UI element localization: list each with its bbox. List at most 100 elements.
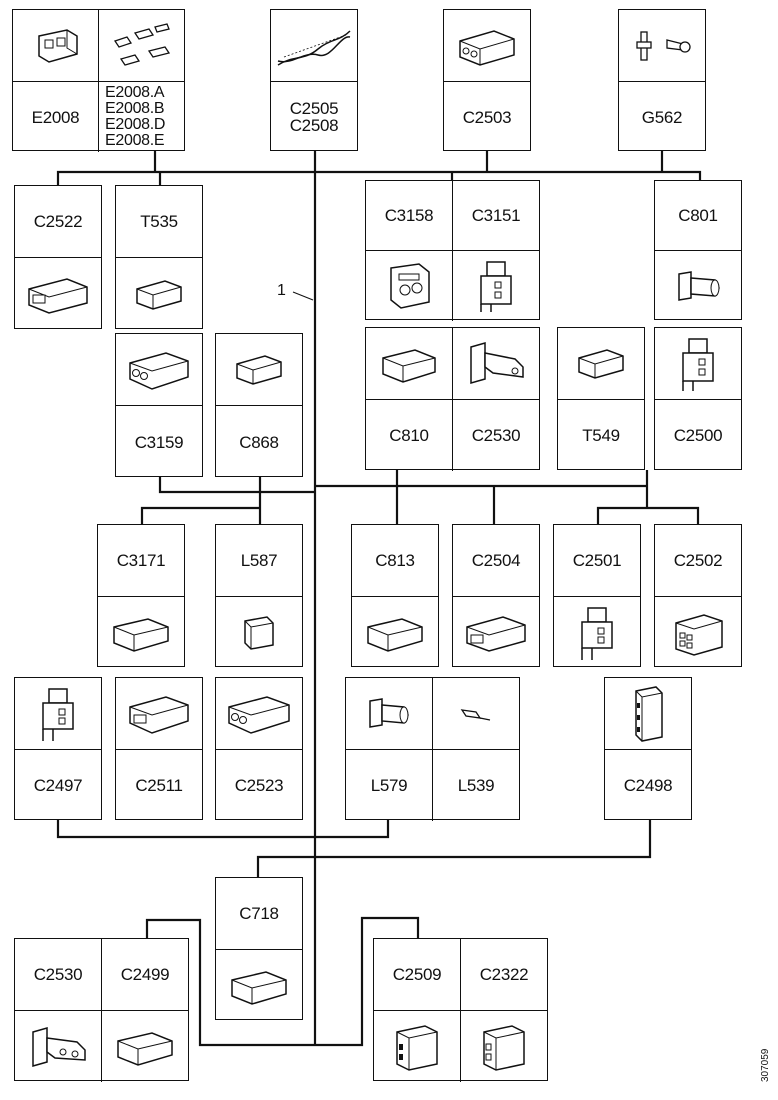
connector-c3159-label-cell: C3159 [116, 406, 202, 478]
connector-e2008-variants-label-cell: E2008.A E2008.B E2008.D E2008.E [99, 82, 185, 152]
connector-c868-illustration [216, 334, 302, 406]
connector-c2503-illustration [444, 10, 530, 82]
connector-c2511-illustration [116, 678, 202, 750]
connector-group-c2504: C2504 [452, 524, 540, 667]
connector-e2008-label-cell: E2008 [13, 82, 99, 152]
connector-l539-illustration [433, 678, 519, 750]
connector-group-c2530-c2499: C2530 C2499 [14, 938, 189, 1082]
connector-c2530-top-illustration [453, 328, 539, 400]
connector-l539-label-cell: L539 [433, 750, 519, 821]
connector-c813-label: C813 [375, 551, 415, 570]
connector-c2530-bottom-label-cell: C2530 [15, 939, 102, 1011]
connector-icon [678, 271, 720, 301]
connector-c2505-label-cell: C2505 C2508 [271, 82, 357, 152]
connector-l587-label-cell: L587 [216, 525, 302, 597]
connector-group-c2522: C2522 [14, 185, 102, 329]
connector-c2497-label: C2497 [33, 776, 83, 795]
connector-c3151-illustration [453, 251, 539, 321]
connector-c2322-illustration [461, 1011, 547, 1082]
connector-c801-label-cell: C801 [655, 181, 741, 251]
connector-t549-label: T549 [582, 426, 620, 445]
connector-group-c801: C801 [654, 180, 742, 320]
variant-label-a: E2008.A [105, 84, 165, 101]
connector-c2509-illustration [374, 1011, 461, 1082]
connector-c2504-label-cell: C2504 [453, 525, 539, 597]
top-branch-wire [56, 170, 702, 185]
connector-c2499-label: C2499 [120, 965, 170, 984]
connector-c2497-illustration [15, 678, 101, 750]
connector-c2508-label: C2508 [289, 116, 339, 135]
connector-c2511-label-cell: C2511 [116, 750, 202, 821]
connector-c3159-illustration [116, 334, 202, 406]
connector-c2498-label-cell: C2498 [605, 750, 691, 821]
bottom-branch-wire [145, 916, 420, 1047]
ground-g562-illustration [619, 10, 705, 82]
connector-group-t535: T535 [115, 185, 203, 329]
connector-c2503-label-cell: C2503 [444, 82, 530, 152]
connector-group-g562: G562 [618, 9, 706, 151]
connector-group-e2008: E2008 E2008.A E2008.B E2008.D E2008.E [12, 9, 185, 152]
terminal-icon [460, 708, 491, 721]
connector-e2008-variants-illustration [99, 10, 185, 82]
connector-t549-label-cell: T549 [558, 400, 644, 471]
connector-group-c3159: C3159 [115, 333, 203, 477]
connector-icon [369, 697, 409, 728]
connector-c3158-illustration [366, 251, 453, 321]
connector-group-c2502: C2502 [654, 524, 742, 667]
connector-icon [32, 1026, 86, 1067]
connector-c718-label-cell: C718 [216, 878, 302, 950]
terminals-icon [113, 22, 171, 66]
connector-group-c868: C868 [215, 333, 303, 477]
connector-c2498-label: C2498 [623, 776, 673, 795]
connector-e2008-illustration [13, 10, 99, 82]
connector-c2504-illustration [453, 597, 539, 668]
connector-c3151-label: C3151 [471, 206, 521, 225]
connector-group-c2509-c2322: C2509 C2322 [373, 938, 548, 1082]
connector-c2322-label: C2322 [479, 965, 529, 984]
connector-c2523-illustration [216, 678, 302, 750]
connector-icon [117, 1031, 173, 1066]
connector-t535-label-cell: T535 [116, 186, 202, 258]
connector-c2509-label: C2509 [392, 965, 442, 984]
connector-c718-label: C718 [239, 904, 279, 923]
connector-icon [42, 687, 74, 741]
connector-c2502-illustration [655, 597, 741, 668]
connector-c2504-label: C2504 [471, 551, 521, 570]
connector-icon [228, 695, 290, 734]
connector-icon [129, 351, 189, 390]
connector-c3171-label-cell: C3171 [98, 525, 184, 597]
connector-icon [470, 341, 524, 384]
connector-l539-label: L539 [457, 776, 495, 795]
connector-group-c2497: C2497 [14, 677, 102, 820]
variant-label-d: E2008.D [105, 116, 166, 133]
connector-c2501-illustration [554, 597, 640, 668]
connector-icon [480, 261, 512, 312]
upper-left-branch-wire [158, 477, 315, 494]
connector-c2523-label-cell: C2523 [216, 750, 302, 821]
connector-c810-illustration [366, 328, 453, 400]
connector-c810-label: C810 [389, 426, 429, 445]
connector-icon [129, 695, 189, 734]
connector-c3171-label: C3171 [116, 551, 166, 570]
connector-c2500-label-cell: C2500 [655, 400, 741, 471]
connector-c3158-label-cell: C3158 [366, 181, 453, 251]
connector-c2502-label-cell: C2502 [655, 525, 741, 597]
connector-c801-label: C801 [678, 206, 718, 225]
connector-icon [483, 1024, 525, 1071]
connector-icon [113, 617, 169, 652]
connector-group-c2505-c2508: C2505 C2508 [270, 9, 358, 151]
connector-g562-label: G562 [641, 107, 683, 127]
connector-group-c3171: C3171 [97, 524, 185, 667]
connector-icon [367, 617, 423, 652]
connector-c2500-illustration [655, 328, 741, 400]
connector-group-c2503: C2503 [443, 9, 531, 151]
connector-l579-illustration [346, 678, 433, 750]
connector-icon [390, 263, 430, 309]
connector-icon [37, 28, 78, 63]
connector-c2530-top-label: C2530 [471, 426, 521, 445]
connector-t535-label: T535 [140, 212, 178, 231]
connector-icon [675, 613, 723, 656]
connector-c2511-label: C2511 [135, 776, 183, 795]
connector-icon [28, 278, 88, 314]
connector-g562-label-cell: G562 [619, 82, 705, 152]
